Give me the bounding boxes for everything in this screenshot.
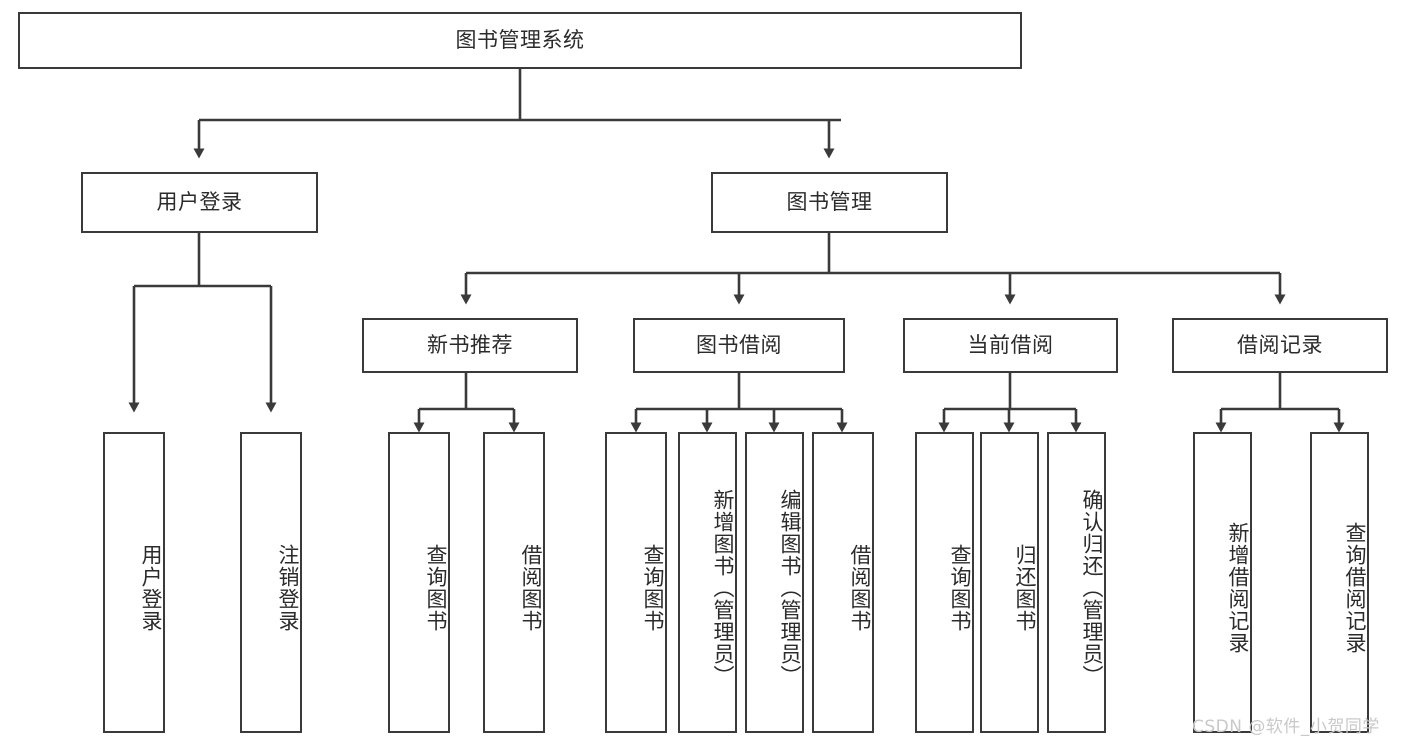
node-leaf-recommend-borrow-book-label: 借阅图书 xyxy=(519,543,543,632)
node-leaf-query-borrow-record-label: 查询借阅记录 xyxy=(1343,521,1367,654)
node-leaf-confirm-return-admin-label: 确认归还（管理员） xyxy=(1080,488,1104,687)
node-root[interactable]: 图书管理系统 xyxy=(18,12,1022,69)
node-new-book-recommend[interactable]: 新书推荐 xyxy=(362,318,578,373)
node-leaf-borrow-query-book[interactable]: 查询图书 xyxy=(605,432,667,733)
node-leaf-edit-book-admin-label: 编辑图书（管理员） xyxy=(778,488,802,687)
node-current-borrow-label: 当前借阅 xyxy=(967,333,1054,358)
node-book-borrow-label: 图书借阅 xyxy=(696,333,782,358)
node-leaf-add-borrow-record[interactable]: 新增借阅记录 xyxy=(1193,432,1252,733)
node-leaf-return-book-label: 归还图书 xyxy=(1013,543,1037,632)
node-leaf-add-book-admin-label: 新增图书（管理员） xyxy=(711,488,735,687)
node-user-login[interactable]: 用户登录 xyxy=(81,172,318,233)
node-new-book-recommend-label: 新书推荐 xyxy=(427,333,513,358)
node-leaf-logout[interactable]: 注销登录 xyxy=(240,432,302,733)
node-leaf-logout-label: 注销登录 xyxy=(276,543,300,632)
node-book-management-label: 图书管理 xyxy=(786,190,873,215)
node-book-management[interactable]: 图书管理 xyxy=(711,172,948,233)
node-root-label: 图书管理系统 xyxy=(455,28,585,53)
node-borrow-record-label: 借阅记录 xyxy=(1237,333,1323,358)
node-leaf-recommend-query-book[interactable]: 查询图书 xyxy=(388,432,450,733)
node-leaf-add-borrow-record-label: 新增借阅记录 xyxy=(1226,521,1250,654)
node-leaf-borrow-book[interactable]: 借阅图书 xyxy=(812,432,874,733)
node-leaf-current-query-book-label: 查询图书 xyxy=(948,543,972,632)
node-book-borrow[interactable]: 图书借阅 xyxy=(633,318,845,373)
node-borrow-record[interactable]: 借阅记录 xyxy=(1172,318,1388,373)
node-leaf-user-login[interactable]: 用户登录 xyxy=(103,432,165,733)
node-leaf-return-book[interactable]: 归还图书 xyxy=(980,432,1039,733)
node-leaf-current-query-book[interactable]: 查询图书 xyxy=(915,432,974,733)
node-leaf-recommend-borrow-book[interactable]: 借阅图书 xyxy=(483,432,545,733)
csdn-watermark: CSDN @软件_小贺同学 xyxy=(1192,717,1380,737)
node-leaf-query-borrow-record[interactable]: 查询借阅记录 xyxy=(1310,432,1369,733)
node-leaf-recommend-query-book-label: 查询图书 xyxy=(424,543,448,632)
node-leaf-add-book-admin[interactable]: 新增图书（管理员） xyxy=(678,432,737,733)
node-leaf-edit-book-admin[interactable]: 编辑图书（管理员） xyxy=(745,432,804,733)
node-leaf-confirm-return-admin[interactable]: 确认归还（管理员） xyxy=(1047,432,1106,733)
node-user-login-label: 用户登录 xyxy=(156,190,243,215)
node-leaf-borrow-book-label: 借阅图书 xyxy=(848,543,872,632)
node-current-borrow[interactable]: 当前借阅 xyxy=(903,318,1118,373)
node-leaf-borrow-query-book-label: 查询图书 xyxy=(641,543,665,632)
node-leaf-user-login-label: 用户登录 xyxy=(139,543,163,632)
